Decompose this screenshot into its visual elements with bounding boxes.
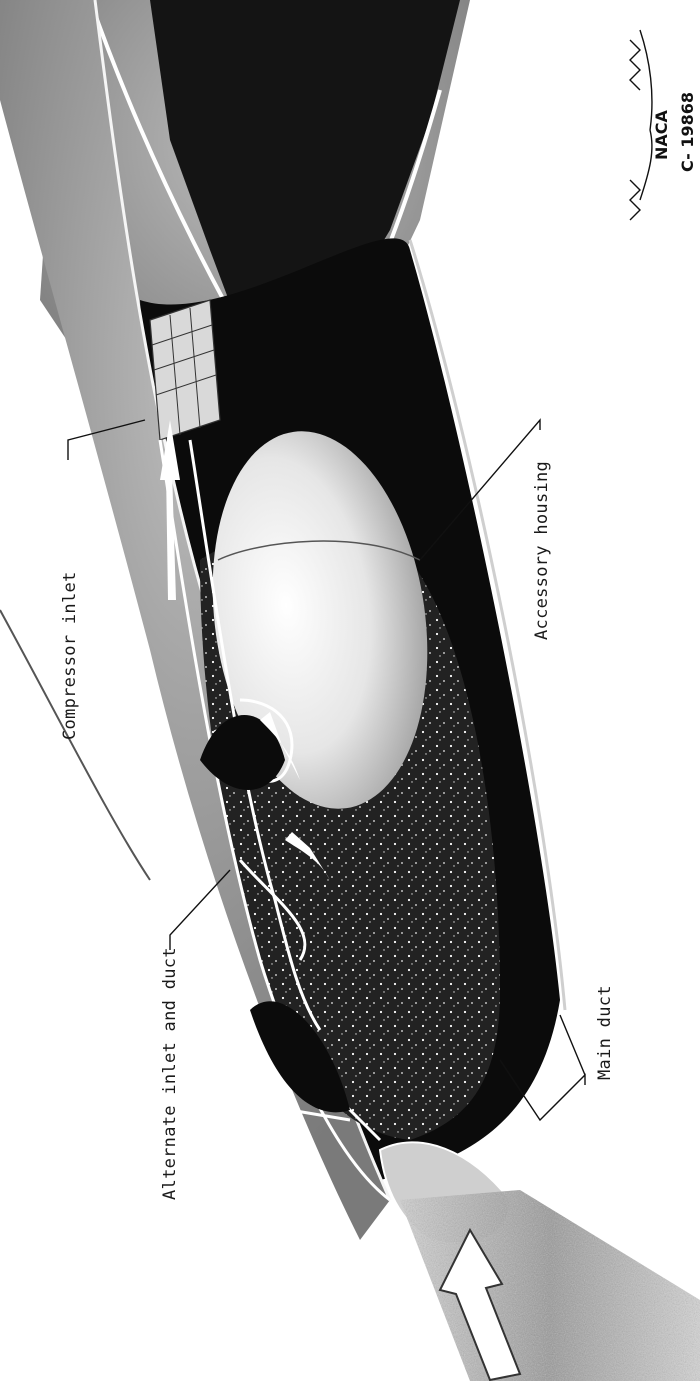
compressor-inlet-grid	[150, 300, 220, 440]
label-main-duct: Main duct	[595, 985, 615, 1080]
label-compressor-inlet: Compressor inlet	[60, 571, 80, 740]
label-accessory-housing: Accessory housing	[532, 461, 552, 640]
naca-logo	[630, 30, 652, 220]
photo-number: C- 19868	[678, 92, 697, 172]
naca-stamp-text: NACA	[652, 110, 671, 160]
label-alternate-inlet-and-duct: Alternate inlet and duct	[160, 947, 180, 1200]
